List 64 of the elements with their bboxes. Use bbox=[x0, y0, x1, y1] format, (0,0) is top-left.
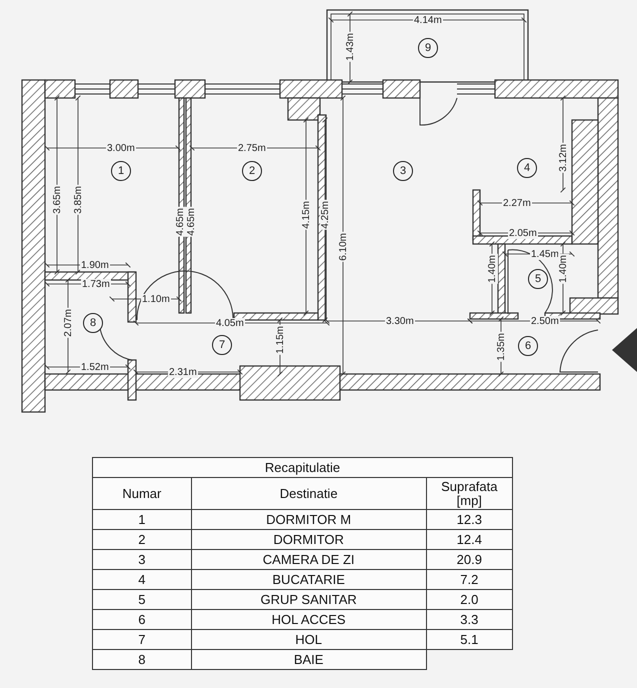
dimension-label: 1.90m bbox=[80, 260, 110, 270]
table-cell: DORMITOR M bbox=[191, 510, 426, 530]
dimension-label: 4.14m bbox=[413, 14, 443, 26]
room-number: 1 bbox=[111, 161, 131, 181]
dimension-label: 1.52m bbox=[80, 362, 110, 372]
table-cell: 3.3 bbox=[426, 610, 512, 630]
room-number: 3 bbox=[393, 161, 413, 181]
room-number: 9 bbox=[418, 38, 438, 58]
dimension-label: 2.31m bbox=[168, 366, 198, 378]
dimension-label: 4.25m bbox=[320, 200, 330, 230]
dimension-label: 1.40m bbox=[486, 254, 498, 284]
table-title: Recapitulatie bbox=[92, 458, 512, 478]
dimension-label: 1.35m bbox=[496, 332, 506, 362]
table-cell: 2 bbox=[92, 530, 192, 550]
table-cell: 8 bbox=[92, 650, 192, 670]
room-number: 2 bbox=[242, 161, 262, 181]
dimension-label: 4.15m bbox=[300, 200, 312, 230]
table-cell: CAMERA DE ZI bbox=[191, 550, 426, 570]
dimension-label: 1.43m bbox=[344, 32, 356, 62]
table-cell: HOL ACCES bbox=[191, 610, 426, 630]
dimension-label: 3.12m bbox=[558, 143, 568, 173]
table-cell: 1 bbox=[92, 510, 192, 530]
column-header: Suprafata [mp] bbox=[426, 478, 512, 510]
table-cell: DORMITOR bbox=[191, 530, 426, 550]
dimension-label: 3.30m bbox=[385, 316, 415, 326]
table-cell: 12.3 bbox=[426, 510, 512, 530]
column-header: Destinatie bbox=[191, 478, 426, 510]
dimension-label: 2.07m bbox=[62, 308, 74, 338]
table-cell: 4 bbox=[92, 570, 192, 590]
table-cell: HOL bbox=[191, 630, 426, 650]
room-number: 8 bbox=[83, 313, 103, 333]
dimension-label: 3.00m bbox=[106, 142, 136, 154]
dimension-label: 1.45m bbox=[530, 248, 560, 260]
table-cell: 7 bbox=[92, 630, 192, 650]
column-header: Numar bbox=[92, 478, 192, 510]
dimension-label: 3.85m bbox=[72, 185, 84, 215]
dimension-label: 2.05m bbox=[508, 228, 538, 238]
room-number: 4 bbox=[517, 158, 537, 178]
dimension-label: 6.10m bbox=[338, 232, 348, 262]
table-cell: 20.9 bbox=[426, 550, 512, 570]
room-number: 6 bbox=[518, 336, 538, 356]
dimension-label: 4.65m bbox=[174, 207, 186, 237]
dimension-label: 1.15m bbox=[274, 325, 286, 355]
table-cell: 3 bbox=[92, 550, 192, 570]
dimension-label: 1.10m bbox=[141, 294, 171, 304]
table-cell: 6 bbox=[92, 610, 192, 630]
table-cell: BUCATARIE bbox=[191, 570, 426, 590]
dimension-label: 4.65m bbox=[186, 207, 196, 237]
room-number: 7 bbox=[212, 335, 232, 355]
table-cell: 5.1 bbox=[426, 630, 512, 650]
dimension-label: 4.05m bbox=[215, 318, 245, 328]
table-cell: 7.2 bbox=[426, 570, 512, 590]
dimension-label: 1.40m bbox=[558, 254, 568, 284]
dimension-label: 2.50m bbox=[530, 316, 560, 326]
room-number: 5 bbox=[528, 269, 548, 289]
table-cell: 2.0 bbox=[426, 590, 512, 610]
table-cell: 5 bbox=[92, 590, 192, 610]
table-cell: BAIE bbox=[191, 650, 426, 670]
table-cell: 12.4 bbox=[426, 530, 512, 550]
dimension-label: 2.75m bbox=[237, 142, 267, 154]
dimension-label: 3.65m bbox=[52, 185, 62, 215]
dimension-label: 2.27m bbox=[502, 198, 532, 208]
dimension-label: 1.73m bbox=[81, 278, 111, 290]
table-cell: GRUP SANITAR bbox=[191, 590, 426, 610]
